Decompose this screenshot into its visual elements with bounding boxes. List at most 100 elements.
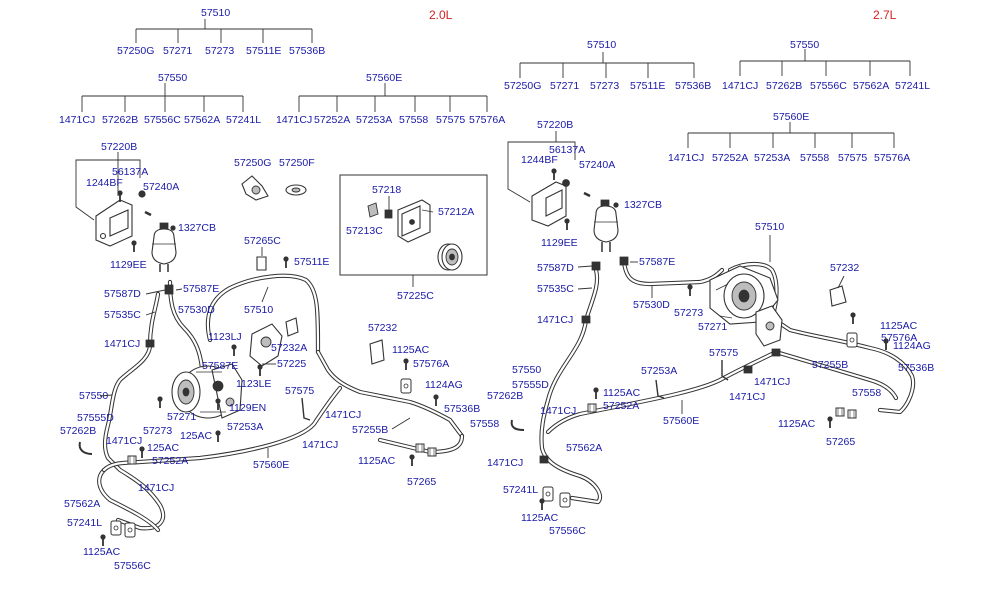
reservoir-tank	[151, 222, 177, 272]
hose-return-57535c	[583, 267, 600, 323]
clamp-57250g	[241, 175, 269, 201]
clip-icon	[144, 210, 152, 217]
label-1125ac: 1125AC	[358, 455, 396, 467]
label-1471cj: 1471CJ	[276, 114, 312, 126]
label-57575: 57575	[709, 347, 738, 359]
label-57536b: 57536B	[289, 45, 325, 57]
label-56137a: 56137A	[549, 144, 585, 156]
tree-57510-right	[519, 52, 695, 78]
label-57253a: 57253A	[227, 421, 263, 433]
label-57213c: 57213C	[346, 225, 383, 237]
label-57511e: 57511E	[630, 80, 665, 92]
pump-mount-bracket	[249, 317, 299, 367]
clamp-icon	[743, 365, 753, 374]
label-57562a: 57562A	[566, 442, 602, 454]
bolt-icon	[231, 344, 237, 356]
label-57536b: 57536B	[675, 80, 711, 92]
clip-57575	[301, 397, 311, 421]
clamp-icon	[415, 443, 425, 453]
label-57253a: 57253A	[641, 365, 677, 377]
label-1125ac: 1125AC	[778, 418, 816, 430]
label-57241l: 57241L	[503, 484, 538, 496]
label-125ac: 125AC	[147, 442, 180, 454]
leader-57220b	[507, 131, 576, 203]
label-57510: 57510	[201, 7, 230, 19]
label-57240a: 57240A	[579, 159, 615, 171]
tube-return-57550	[539, 317, 603, 505]
bolt-icon	[687, 284, 693, 296]
label-57220b: 57220B	[537, 119, 573, 131]
tree-57560e-left	[298, 83, 488, 112]
hose-connector	[510, 419, 525, 431]
label-1125ac: 1125AC	[880, 320, 918, 332]
label-1327cb: 1327CB	[624, 199, 662, 211]
label-1125ac: 1125AC	[392, 344, 430, 356]
bolt-icon	[157, 396, 163, 408]
tree-57550-left	[81, 83, 244, 112]
label-57511e: 57511E	[294, 256, 329, 268]
bolt-icon	[170, 225, 176, 231]
label-125ac: 125AC	[180, 430, 213, 442]
label-1471cj: 1471CJ	[302, 439, 338, 451]
clip-icon	[559, 492, 571, 508]
reservoir-bracket	[95, 190, 152, 247]
bolt-icon	[139, 446, 145, 458]
clamp-icon	[619, 256, 629, 266]
label-57510: 57510	[587, 39, 616, 51]
label-57510: 57510	[755, 221, 784, 233]
clip-57253a	[655, 379, 665, 399]
clamp-icon	[539, 455, 549, 464]
label-1471cj: 1471CJ	[104, 338, 140, 350]
hose-suction-57530d	[621, 259, 725, 287]
label-57252a: 57252A	[152, 455, 188, 467]
clip-icon	[400, 378, 412, 394]
washer-57250f	[285, 184, 307, 196]
label-1244bf: 1244BF	[86, 177, 123, 189]
clip-icon	[110, 520, 122, 536]
label-57220b: 57220B	[101, 141, 137, 153]
clamp-icon	[581, 315, 591, 324]
label-57550: 57550	[512, 364, 541, 376]
label-57587d: 57587D	[104, 288, 141, 300]
label-1125ac: 1125AC	[83, 546, 121, 558]
label-57556c: 57556C	[114, 560, 151, 572]
label-57535c: 57535C	[537, 283, 574, 295]
bolt-icon	[403, 358, 409, 370]
label-57510: 57510	[244, 304, 273, 316]
tube-return-57550	[97, 342, 166, 533]
label-57558: 57558	[852, 387, 881, 399]
bolt-icon	[257, 364, 263, 376]
label-56137a: 56137A	[112, 166, 148, 178]
label-57550: 57550	[158, 72, 187, 84]
label-57273: 57273	[674, 307, 703, 319]
pulley-icon	[437, 243, 463, 271]
label-57262b: 57262B	[60, 425, 96, 437]
label-57555d: 57555D	[77, 412, 114, 424]
label-57262b: 57262B	[102, 114, 138, 126]
clamp-icon	[164, 284, 174, 295]
label-57253a: 57253A	[356, 114, 392, 126]
hose-pressure-57510	[205, 273, 321, 355]
label-57530d: 57530D	[178, 304, 215, 316]
tube-pressure-57560e	[545, 315, 916, 435]
bolt-icon	[850, 312, 856, 324]
label-57253a: 57253A	[754, 152, 790, 164]
label-57265: 57265	[826, 436, 855, 448]
label-1129ee: 1129EE	[110, 259, 147, 271]
label-1129en: 1129EN	[229, 402, 266, 414]
label-57265: 57265	[407, 476, 436, 488]
label-57271: 57271	[163, 45, 192, 57]
section-2-0l: 2.0L 57510 57250G 57271 57273 57511E 575…	[59, 7, 505, 572]
label-57250g: 57250G	[117, 45, 154, 57]
label-57262b: 57262B	[766, 80, 802, 92]
label-57218: 57218	[372, 184, 401, 196]
label-57252a: 57252A	[712, 152, 748, 164]
label-57558: 57558	[399, 114, 428, 126]
clip-icon	[124, 522, 136, 538]
label-57560e: 57560E	[366, 72, 402, 84]
hose-suction-57530d	[167, 279, 205, 371]
label-57556c: 57556C	[549, 525, 586, 537]
label-1471cj: 1471CJ	[138, 482, 174, 494]
label-57535c: 57535C	[104, 309, 141, 321]
label-1123le: 1123LE	[236, 378, 271, 390]
